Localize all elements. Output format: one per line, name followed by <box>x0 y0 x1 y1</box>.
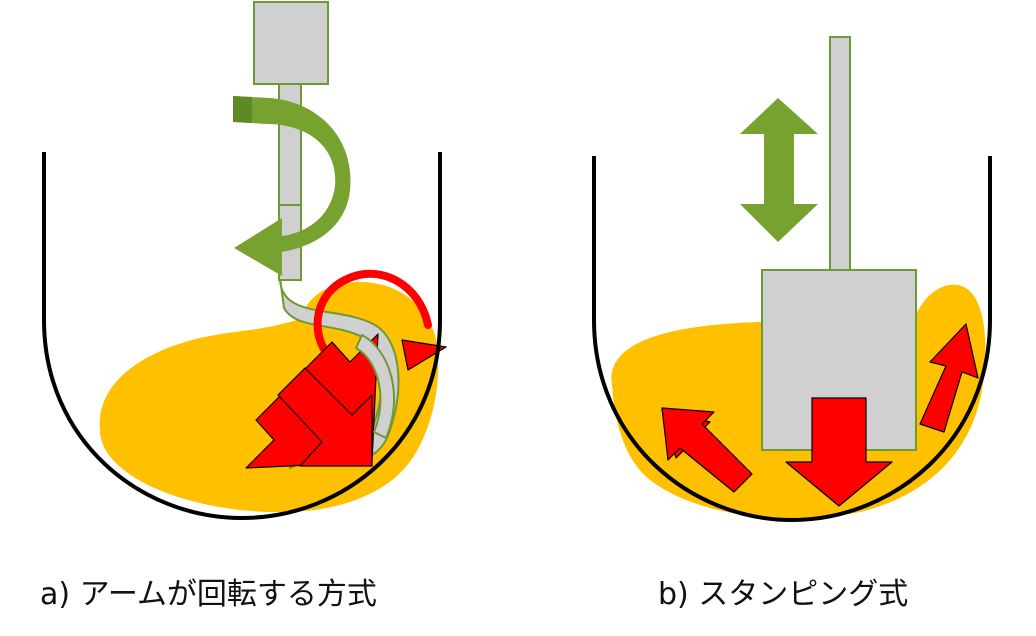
motor-head-a <box>253 1 329 85</box>
caption-a: a) アームが回転する方式 <box>40 577 377 612</box>
rotation-arrowhead-red <box>401 339 447 371</box>
rotation-arrow-green <box>233 96 351 276</box>
push-arrow-red-body <box>277 367 373 467</box>
spread-arrow-red-left-body <box>661 407 753 493</box>
spread-arrow-red-right <box>919 323 979 433</box>
panel-stamping: b) スタンピング式 <box>592 36 992 612</box>
bowl-a <box>42 152 442 521</box>
bowl-b <box>592 156 992 523</box>
caption-b: b) スタンピング式 <box>658 577 908 612</box>
stamper-rod <box>829 36 851 271</box>
mixing-hook-front <box>354 333 395 440</box>
up-down-arrow-green <box>740 98 818 242</box>
rotation-arrow-green-shadow <box>233 96 252 123</box>
stamp-arrow-red-down <box>785 397 893 507</box>
panel-rotating-arm: a) アームが回転する方式 <box>40 1 447 612</box>
